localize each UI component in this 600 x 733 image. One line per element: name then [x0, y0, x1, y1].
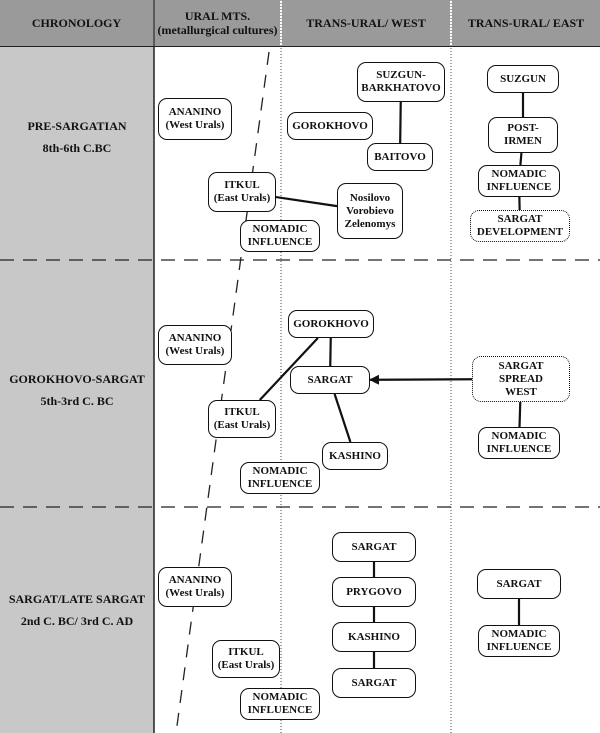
connection-p2_spread-p2_sargat	[369, 374, 473, 385]
period-dates: 8th-6th C.BC	[42, 141, 112, 155]
period-dates: 2nd C. BC/ 3rd C. AD	[20, 614, 134, 628]
period-name: GOROKHOVO-SARGAT	[9, 372, 145, 386]
header-ural-title: URAL MTS.	[184, 9, 251, 23]
connection-p2_sargat-p2_kashino	[333, 393, 352, 443]
node-gorokhovo: GOROKHOVO	[288, 310, 374, 338]
node-itkul: ITKUL(East Urals)	[208, 400, 276, 438]
node-sargat: SARGAT	[332, 668, 416, 698]
period-name: SARGAT/LATE SARGAT	[8, 592, 146, 606]
connection-p1_suzgun_barkhatovo-p1_baitovo	[399, 101, 402, 144]
node-suzgun-barkhatovo: SUZGUN-BARKHATOVO	[357, 62, 445, 102]
connection-p1_itkul-p1_nosilovo	[275, 195, 338, 208]
node-sargat: SARGAT	[477, 569, 561, 599]
header-ural-subtitle: (metallurgical cultures)	[157, 23, 278, 37]
connection-p2_spread-p2_nomadic_east	[518, 401, 522, 428]
period-name: PRE-SARGATIAN	[27, 119, 127, 133]
header-chronology: CHRONOLOGY	[0, 0, 153, 46]
chronology-column	[0, 47, 154, 733]
period-gorokhovo-sargat: GOROKHOVO-SARGAT 5th-3rd C. BC	[0, 368, 154, 412]
node-sargat: SARGAT	[332, 532, 416, 562]
node-kashino: KASHINO	[322, 442, 388, 470]
connection-p2_itkul-p2_gorokhovo	[258, 337, 319, 401]
period-sargat-late-sargat: SARGAT/LATE SARGAT 2nd C. BC/ 3rd C. AD	[0, 588, 154, 632]
node-prygovo: PRYGOVO	[332, 577, 416, 607]
connection-p1_post_irmen-p1_nomadic_east	[519, 152, 523, 166]
node-suzgun: SUZGUN	[487, 65, 559, 93]
node-itkul: ITKUL(East Urals)	[212, 640, 280, 678]
node-kashino: KASHINO	[332, 622, 416, 652]
node-ananino: ANANINO(West Urals)	[158, 98, 232, 140]
node-itkul: ITKUL(East Urals)	[208, 172, 276, 212]
node-gorokhovo: GOROKHOVO	[287, 112, 373, 140]
period-pre-sargatian: PRE-SARGATIAN 8th-6th C.BC	[0, 115, 154, 159]
node-baitovo: BAITOVO	[367, 143, 433, 171]
connection-layer	[258, 93, 525, 668]
node-sargat: SARGAT	[290, 366, 370, 394]
header-trans-west: TRANS-URAL/ WEST	[282, 0, 450, 46]
header-ural: URAL MTS. (metallurgical cultures)	[155, 0, 280, 46]
header-trans-east: TRANS-URAL/ EAST	[452, 0, 600, 46]
ural-boundary-line	[175, 51, 270, 733]
connection-p2_gorokhovo-p2_sargat	[329, 337, 332, 367]
node-ananino: ANANINO(West Urals)	[158, 325, 232, 365]
node-ananino: ANANINO(West Urals)	[158, 567, 232, 607]
period-dates: 5th-3rd C. BC	[40, 394, 114, 408]
node-post-irmen: POST-IRMEN	[488, 117, 558, 153]
